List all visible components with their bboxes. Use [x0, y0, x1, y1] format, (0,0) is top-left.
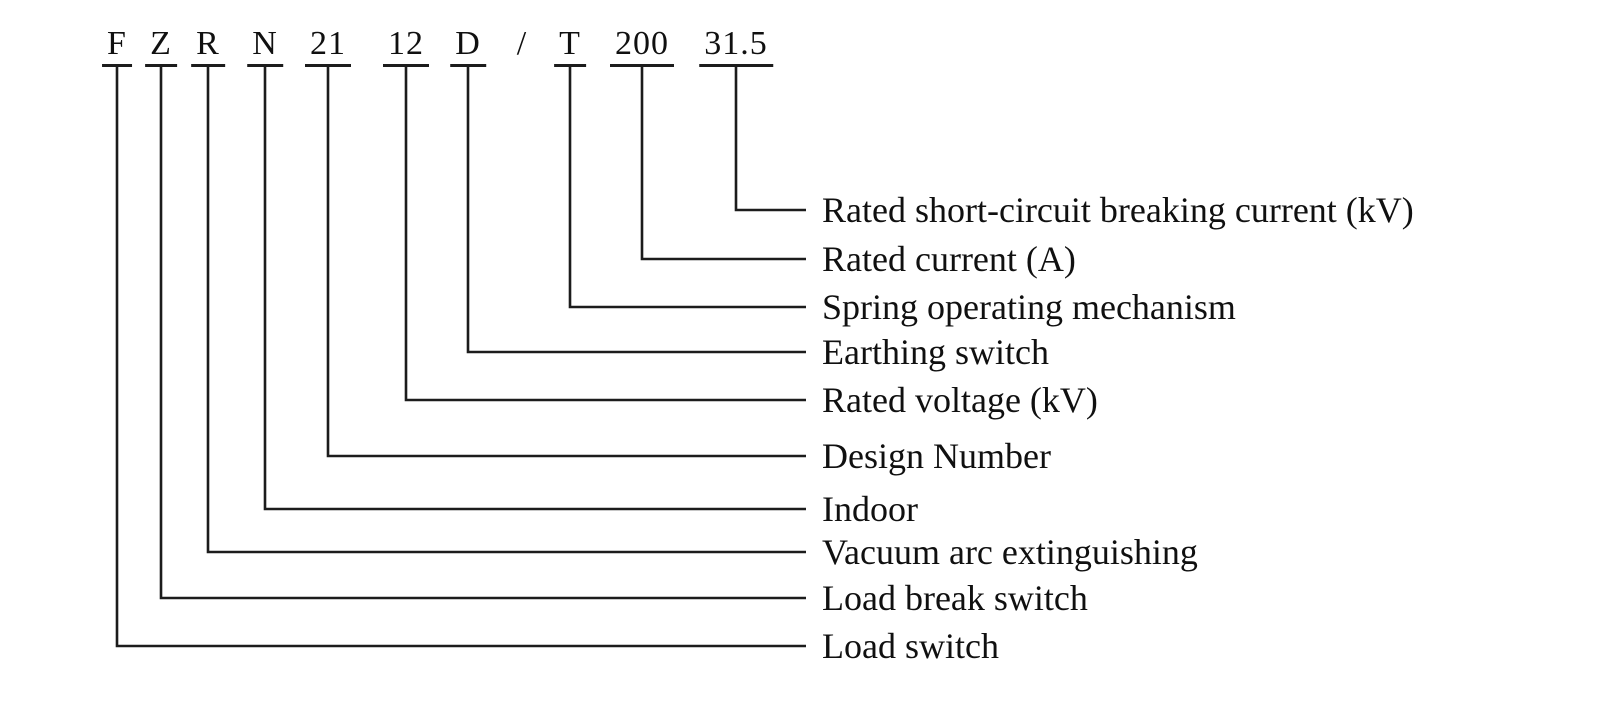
- code-token-d: D: [450, 27, 486, 67]
- connector-line-200: [640, 65, 806, 261]
- connector-line-d: [466, 65, 806, 354]
- code-token-12: 12: [383, 27, 429, 67]
- designation-label-n: Indoor: [822, 489, 918, 529]
- designation-label-f: Load switch: [822, 626, 999, 666]
- code-token-f: F: [102, 27, 132, 67]
- connector-line-21: [326, 65, 806, 458]
- code-token-z: Z: [145, 27, 177, 67]
- designation-label-31-5: Rated short-circuit breaking current (kV…: [822, 190, 1414, 230]
- designation-label-z: Load break switch: [822, 578, 1088, 618]
- code-token-n: N: [247, 27, 283, 67]
- designation-label-t: Spring operating mechanism: [822, 287, 1236, 327]
- connector-line-r: [206, 65, 806, 554]
- connector-line-31-5: [734, 65, 806, 212]
- code-token-31-5: 31.5: [699, 27, 773, 67]
- code-token-slash: /: [516, 25, 528, 62]
- designation-label-r: Vacuum arc extinguishing: [822, 532, 1198, 572]
- connector-line-f: [115, 65, 806, 648]
- code-token-t: T: [554, 27, 586, 67]
- connector-line-n: [263, 65, 806, 511]
- code-token-r: R: [191, 27, 225, 67]
- designation-label-d: Earthing switch: [822, 332, 1049, 372]
- connector-line-z: [159, 65, 806, 600]
- connector-line-t: [568, 65, 806, 309]
- code-token-200: 200: [610, 27, 674, 67]
- designation-label-21: Design Number: [822, 436, 1051, 476]
- designation-label-12: Rated voltage (kV): [822, 380, 1098, 420]
- connector-line-12: [404, 65, 806, 402]
- designation-label-200: Rated current (A): [822, 239, 1076, 279]
- code-token-21: 21: [305, 27, 351, 67]
